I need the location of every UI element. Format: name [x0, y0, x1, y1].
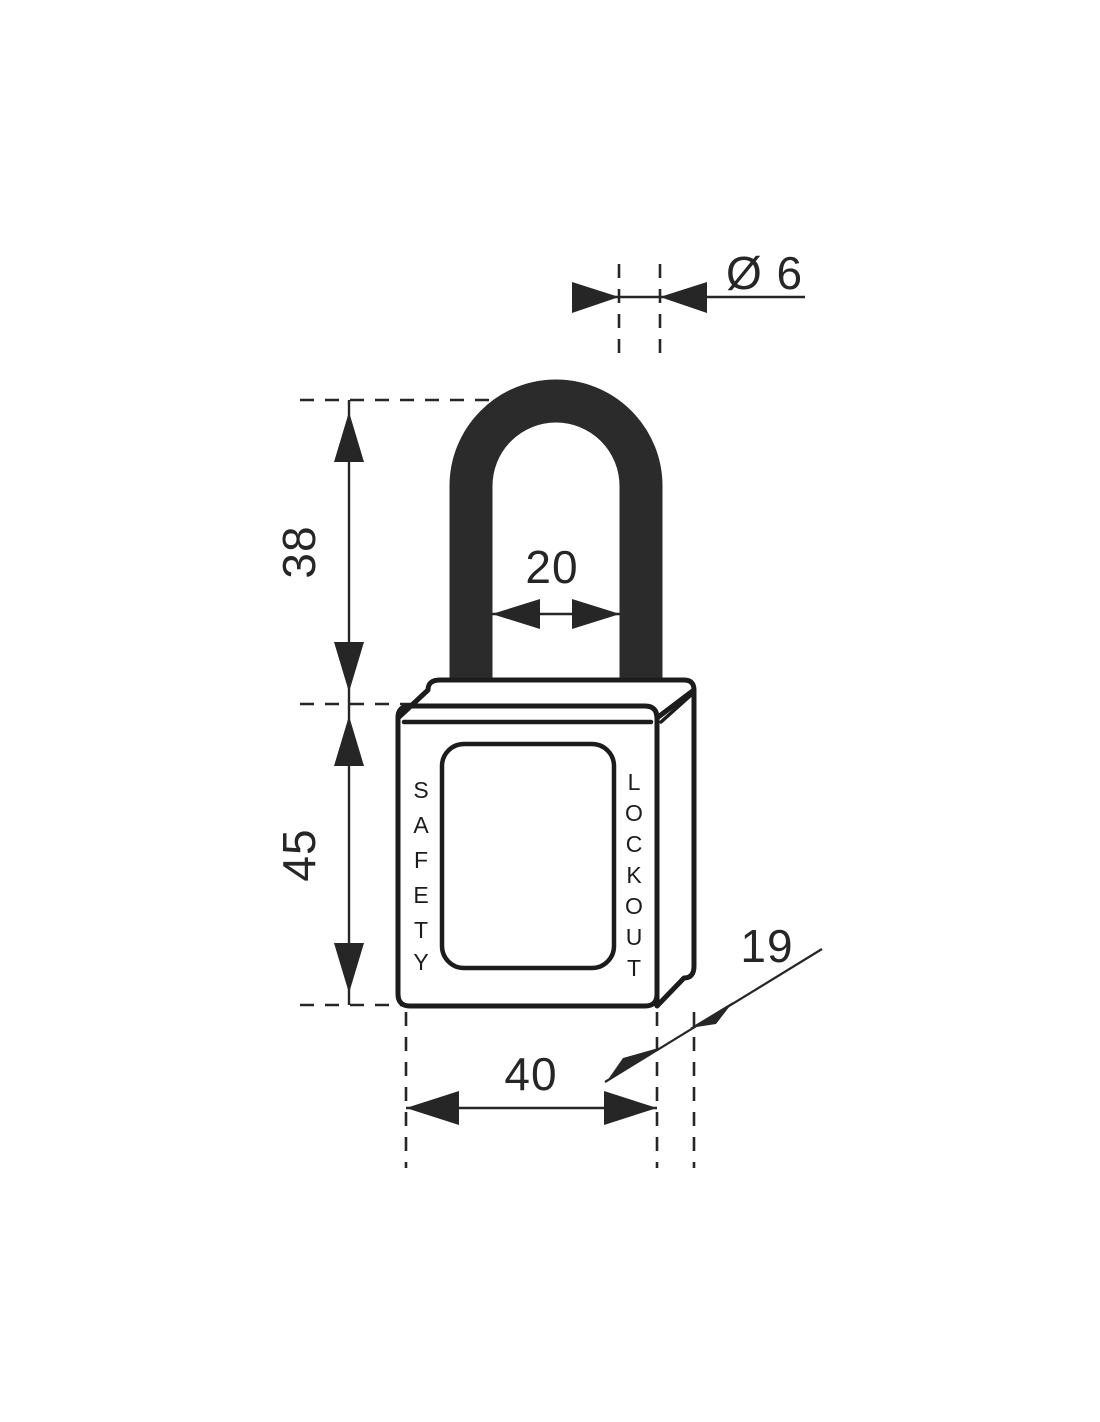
dimension-shackle-inner-span: 20	[492, 541, 620, 629]
body-engraved-text: S A F E T Y L O C K O U T	[413, 769, 643, 981]
lockout-letter-4: O	[625, 893, 643, 919]
padlock-body	[395, 677, 697, 1009]
lockout-letter-1: O	[625, 800, 643, 826]
dimension-shackle-height: 38	[273, 400, 364, 704]
dim-arrow-38-top	[334, 412, 364, 462]
dim-label-body-height: 45	[273, 828, 325, 881]
lockout-letter-5: U	[626, 924, 643, 950]
dim-arrow-40-right	[604, 1091, 657, 1125]
safety-letter-0: S	[413, 777, 428, 803]
dim-arrow-45-bottom	[334, 943, 364, 993]
dim-label-shackle-inner-span: 20	[525, 541, 578, 593]
extension-lines	[300, 264, 696, 1168]
lockout-letter-3: K	[626, 862, 642, 888]
dim-label-body-depth: 19	[740, 920, 793, 972]
safety-letter-3: E	[413, 882, 428, 908]
dim-arrow-38-bottom	[334, 642, 364, 692]
dim-arrow-40-left	[406, 1091, 459, 1125]
dimension-body-width: 40	[406, 1048, 657, 1125]
lockout-text-column: L O C K O U T	[625, 769, 643, 981]
dim-arrow-20-left	[492, 599, 540, 629]
dimension-body-height: 45	[273, 704, 364, 1005]
body-right-face	[654, 687, 697, 1009]
body-label-plate	[439, 741, 617, 971]
safety-letter-2: F	[414, 847, 428, 873]
lockout-letter-0: L	[628, 769, 641, 795]
safety-letter-1: A	[413, 812, 429, 838]
safety-letter-5: Y	[413, 949, 428, 975]
safety-letter-4: T	[414, 917, 428, 943]
safety-text-column: S A F E T Y	[413, 777, 429, 975]
dim-label-shackle-height: 38	[273, 525, 325, 578]
dim-arrow-diameter-right	[660, 282, 707, 313]
lockout-letter-2: C	[626, 831, 643, 857]
dimension-body-depth: 19	[604, 920, 823, 1083]
lockout-letter-6: T	[627, 955, 641, 981]
dim-arrow-19-upper	[690, 1002, 733, 1028]
dim-arrow-19-lower	[607, 1047, 662, 1081]
dim-arrow-20-right	[572, 599, 620, 629]
dim-label-shackle-diameter: Ø 6	[726, 247, 803, 299]
dimension-shackle-diameter: Ø 6	[572, 247, 805, 313]
dim-label-body-width: 40	[504, 1048, 557, 1100]
body-right-seam	[659, 694, 692, 724]
dim-arrow-45-top	[334, 716, 364, 766]
dim-arrow-diameter-left	[572, 282, 619, 313]
